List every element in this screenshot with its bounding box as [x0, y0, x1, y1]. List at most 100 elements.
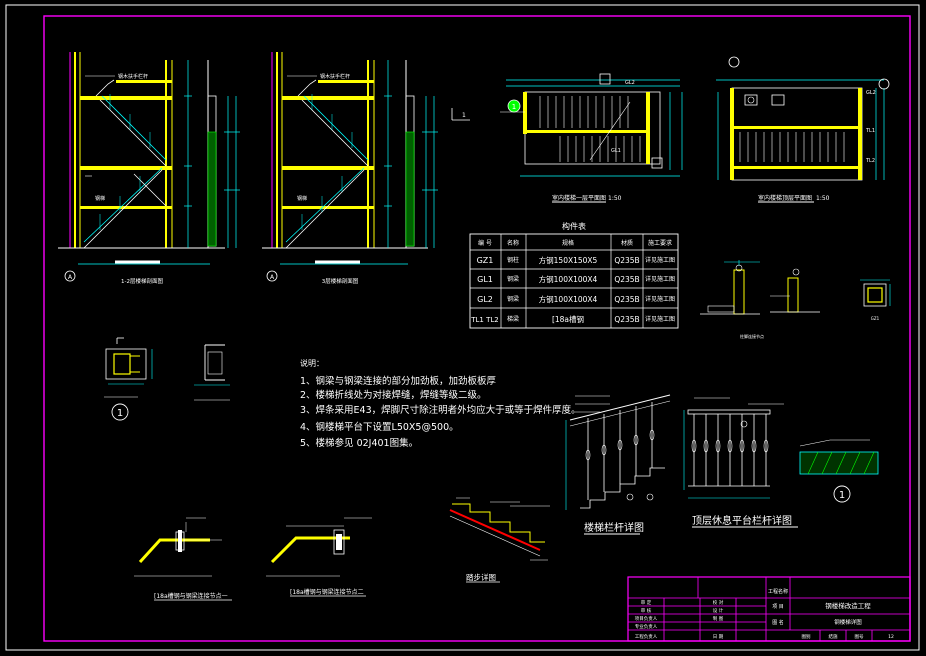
- notes-block: 说明： 1、钢梁与钢梁连接的部分加劲板，加劲板板厚 2、楼梯折线处为对接焊缝，焊…: [300, 358, 581, 449]
- table-cell-r3-c3: Q235B: [614, 315, 639, 324]
- table-cell-r2-c4: 详见施工图: [645, 295, 675, 303]
- svg-text:1: 1: [462, 112, 466, 119]
- inner-frame: [43, 15, 911, 642]
- table-cell-r2-c1: 钢梁: [507, 295, 519, 303]
- title-row-1: 审 定: [641, 599, 652, 606]
- title-drawing-label: 图 名: [772, 619, 784, 626]
- title-row-5: 工程负责人: [635, 633, 658, 640]
- table-cell-r0-c2: 方钢150X150X5: [539, 255, 598, 265]
- title-item-label: 项 目: [772, 604, 784, 610]
- title-drawing-name: 钢楼梯详图: [834, 618, 862, 626]
- table-cell-r0-c0: GZ1: [477, 256, 494, 265]
- section-mark: 1: [451, 108, 470, 121]
- tread-detail: 踏步详图: [449, 497, 550, 583]
- title-row-3: 项目负责人: [635, 615, 658, 622]
- elevation-right: 钢木扶手栏杆 钢梯 A 3层楼梯剖面图: [262, 52, 438, 285]
- plan-left: 1 GL2 GL1 室内楼梯一层平面图 1:50: [500, 73, 683, 203]
- notes-item-3: 3、焊条采用E43，焊脚尺寸除注明者外均应大于或等于焊件厚度。: [300, 404, 581, 416]
- title-project-label: 工程名称: [768, 588, 788, 595]
- axis-label-a: A: [68, 274, 73, 281]
- title-footer-3: 图号: [855, 634, 864, 640]
- title-sign-2: 设 计: [713, 607, 724, 614]
- outer-border: [5, 4, 920, 651]
- table-title: 构件表: [562, 221, 586, 231]
- table-cell-r3-c0: TL1 TL2: [470, 316, 498, 324]
- table-cell-r1-c3: Q235B: [614, 275, 639, 284]
- table-cell-r2-c2: 方钢100X100X4: [539, 294, 598, 304]
- callout-1-right: 1: [839, 490, 845, 501]
- table-header-code: 编 号: [478, 239, 492, 247]
- plan-right-title: 室内楼梯顶层平面图: [758, 194, 812, 202]
- table-cell-r3-c4: 详见施工图: [645, 315, 675, 323]
- notes-heading: 说明：: [300, 358, 324, 368]
- table-cell-r2-c0: GL2: [477, 295, 493, 304]
- plan-left-gl2: GL2: [625, 80, 635, 86]
- channel-detail-right: [194, 344, 230, 401]
- railing-detail: 楼梯栏杆详图: [565, 394, 671, 535]
- title-block: 工程名称 钢楼梯改造工程 项 目 图 名 钢楼梯详图 审 定 审 核 项目负责人…: [627, 576, 911, 642]
- plan-left-callout: 1: [512, 103, 516, 111]
- title-row-2: 审 核: [641, 607, 652, 614]
- svg-text:钢木扶手栏杆: 钢木扶手栏杆: [118, 73, 148, 80]
- base-detail-a: 柱脚连接节点: [700, 260, 764, 339]
- table-header-requirement: 施工要求: [648, 239, 672, 247]
- column-section-detail: GZ1: [860, 279, 891, 321]
- notes-item-2: 2、楼梯折线处为对接焊缝，焊缝等级二级。: [300, 389, 487, 401]
- title-footer-2: 结施: [829, 633, 838, 640]
- railing-title: 楼梯栏杆详图: [584, 521, 644, 534]
- title-footer-4: 12: [888, 634, 894, 640]
- table-cell-r1-c1: 钢梁: [507, 275, 519, 283]
- top-railing-title: 顶层休息平台栏杆详图: [692, 514, 792, 527]
- table-header-spec: 规格: [562, 239, 574, 247]
- elevation-right-title: 3层楼梯剖面图: [322, 277, 359, 285]
- title-sign-3: 制 图: [713, 615, 724, 622]
- channel-detail-left: 1: [104, 337, 153, 421]
- bracket-detail-1-title: [18a槽钢与钢梁连接节点一: [154, 592, 228, 600]
- table-cell-r1-c0: GL1: [477, 275, 493, 284]
- table-cell-r0-c4: 详见施工图: [645, 256, 675, 264]
- svg-text:柱脚连接节点: 柱脚连接节点: [740, 333, 764, 339]
- title-row-4: 专业负责人: [635, 623, 658, 630]
- elevation-left-title: 1-2层楼梯剖面图: [121, 277, 163, 285]
- bracket-detail-2-title: [18a槽钢与钢梁连接节点二: [290, 588, 364, 596]
- plan-left-gl1: GL1: [611, 148, 621, 154]
- bracket-detail-1: [18a槽钢与钢梁连接节点一: [134, 517, 232, 601]
- axis-label-a-2: A: [270, 274, 275, 281]
- plan-right: GL2 TL1 TL2 室内楼梯顶层平面图 1:50: [716, 56, 890, 203]
- table-cell-r0-c3: Q235B: [614, 256, 639, 265]
- notes-item-5: 5、楼梯参见 02J401图集。: [300, 437, 418, 449]
- notes-item-4: 4、钢楼梯平台下设置L50X5@500。: [300, 421, 459, 433]
- plan-right-scale: 1:50: [816, 195, 830, 202]
- table-cell-r3-c1: 梯梁: [507, 315, 519, 323]
- elevation-left: 钢木扶手栏杆 钢梯 A 1-2层楼梯剖面图: [58, 52, 240, 285]
- svg-text:钢梯: 钢梯: [297, 195, 307, 202]
- column-section-label: GZ1: [871, 316, 880, 321]
- table-cell-r1-c4: 详见施工图: [645, 275, 675, 283]
- title-sign-5: 日 期: [713, 634, 724, 640]
- plan-left-title: 室内楼梯一层平面图: [552, 194, 606, 202]
- plan-right-tl1: TL1: [865, 128, 875, 134]
- top-railing-detail: 顶层休息平台栏杆详图: [683, 397, 798, 528]
- table-cell-r0-c1: 钢柱: [507, 256, 519, 264]
- callout-1-left: 1: [117, 408, 123, 419]
- table-header-material: 材质: [621, 239, 633, 247]
- handrail-section-detail: 1: [799, 439, 879, 503]
- plan-right-tl2: TL2: [865, 158, 875, 164]
- table-header-name: 名称: [507, 239, 519, 247]
- bracket-detail-2: [18a槽钢与钢梁连接节点二: [266, 517, 372, 597]
- title-project-name: 钢楼梯改造工程: [825, 601, 871, 610]
- component-table: 构件表 编 号 名称 规格 材质 施工要求 GZ1 钢柱 方钢150X150X5…: [469, 221, 679, 329]
- table-cell-r1-c2: 方钢100X100X4: [539, 274, 598, 284]
- title-footer-1: 图别: [802, 633, 811, 640]
- svg-text:钢梯: 钢梯: [95, 195, 105, 202]
- plan-right-gl2-a: GL2: [866, 90, 876, 96]
- svg-text:钢木扶手栏杆: 钢木扶手栏杆: [320, 73, 350, 80]
- table-cell-r3-c2: [18a槽钢: [552, 314, 584, 324]
- plan-left-scale: 1:50: [608, 195, 622, 202]
- table-cell-r2-c3: Q235B: [614, 295, 639, 304]
- title-sign-1: 校 对: [713, 599, 724, 606]
- notes-item-1: 1、钢梁与钢梁连接的部分加劲板，加劲板板厚: [300, 375, 497, 387]
- tread-detail-title: 踏步详图: [466, 572, 496, 582]
- base-detail-b: [770, 268, 820, 313]
